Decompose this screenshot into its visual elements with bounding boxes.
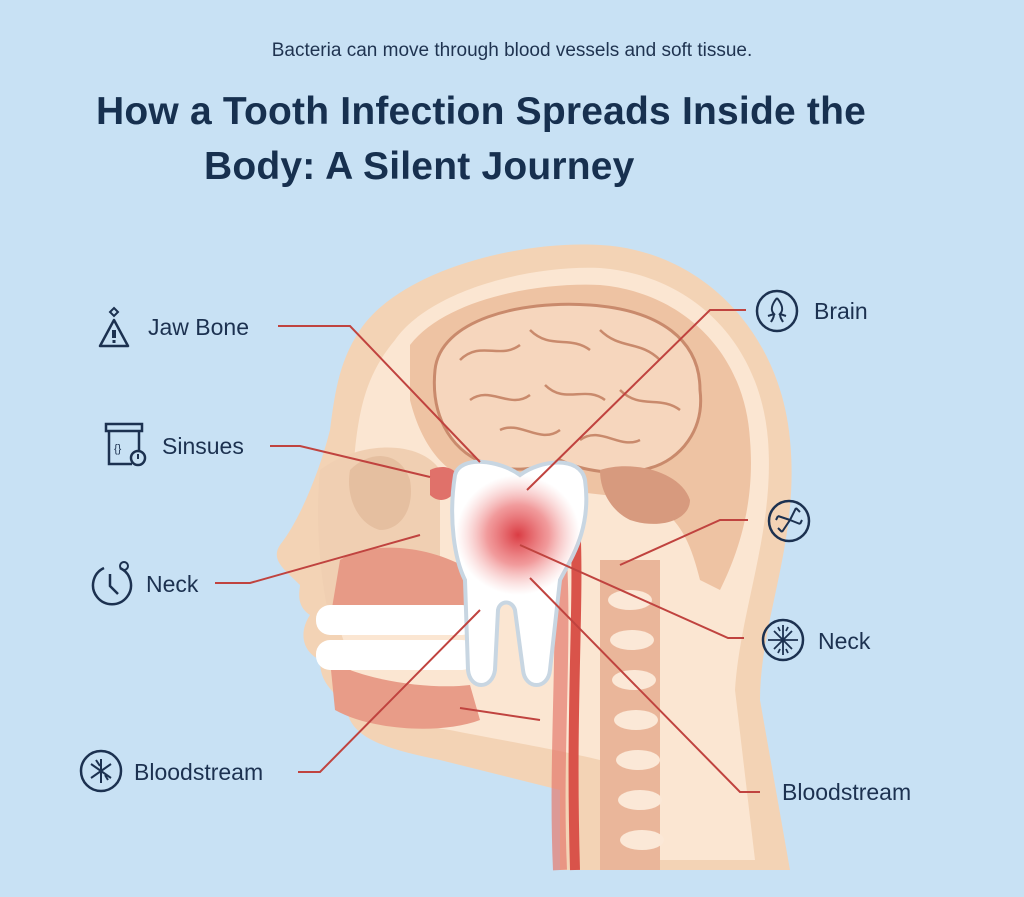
face-interior — [318, 447, 480, 729]
page-title-line-1: How a Tooth Infection Spreads Inside the — [96, 90, 867, 133]
label-bloodstream-right: Bloodstream — [782, 779, 912, 805]
subtitle: Bacteria can move through blood vessels … — [271, 40, 753, 61]
clock-icon — [91, 561, 133, 606]
label-brain: Brain — [814, 298, 868, 324]
label-neck-left: Neck — [146, 571, 199, 597]
warning-triangle-icon — [98, 306, 130, 348]
brain — [432, 302, 703, 524]
front-teeth — [316, 605, 476, 670]
page-title-line-2: Body: A Silent Journey — [204, 145, 635, 188]
leader-lines — [215, 309, 760, 793]
label-sinuses: Sinsues — [162, 433, 244, 459]
nerve-network-icon — [761, 618, 805, 662]
infected-molar — [450, 459, 589, 687]
sinus-box-icon: {} — [104, 422, 147, 467]
spine — [551, 519, 664, 871]
label-neck-right: Neck — [818, 628, 871, 654]
label-bloodstream-left: Bloodstream — [134, 759, 264, 785]
label-jaw-bone: Jaw Bone — [148, 314, 250, 340]
bacteria-circle-icon — [79, 749, 123, 793]
branching-vessel-icon — [767, 499, 811, 543]
svg-text:{}: {} — [114, 443, 122, 455]
brain-nerve-icon — [755, 289, 799, 333]
